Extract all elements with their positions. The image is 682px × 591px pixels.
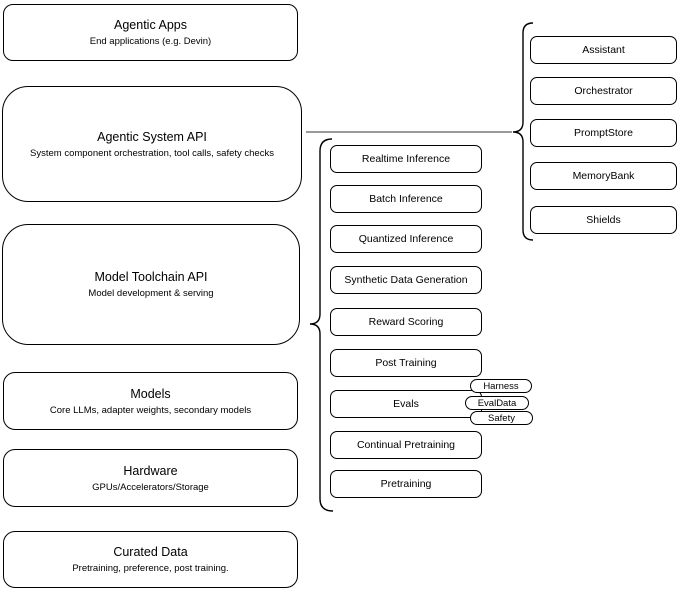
node-assistant: Assistant — [530, 36, 677, 64]
node-label: Orchestrator — [574, 85, 633, 97]
node-shields: Shields — [530, 206, 677, 234]
node-evals: Evals — [330, 390, 482, 418]
node-title: Agentic Apps — [114, 18, 187, 32]
node-synthetic-data-generation: Synthetic Data Generation — [330, 266, 482, 294]
node-title: Hardware — [123, 463, 178, 478]
node-reward-scoring: Reward Scoring — [330, 308, 482, 336]
tag-evaldata: EvalData — [465, 396, 529, 410]
node-subtitle: Pretraining, preference, post training. — [72, 563, 229, 574]
node-label: Post Training — [375, 357, 437, 369]
tag-harness: Harness — [470, 379, 532, 393]
node-pretraining: Pretraining — [330, 470, 482, 498]
node-label: Evals — [393, 398, 419, 410]
node-realtime-inference: Realtime Inference — [330, 145, 482, 173]
node-promptstore: PromptStore — [530, 119, 677, 147]
node-post-training: Post Training — [330, 349, 482, 377]
node-quantized-inference: Quantized Inference — [330, 225, 482, 253]
node-hardware: Hardware GPUs/Accelerators/Storage — [3, 449, 298, 507]
node-curated-data: Curated Data Pretraining, preference, po… — [3, 531, 298, 588]
tag-label: EvalData — [477, 397, 517, 409]
node-label: Continual Pretraining — [356, 439, 456, 451]
node-memorybank: MemoryBank — [530, 162, 677, 190]
node-label: Assistant — [582, 44, 625, 56]
node-models: Models Core LLMs, adapter weights, secon… — [3, 372, 298, 430]
tag-label: Safety — [488, 412, 515, 424]
node-continual-pretraining: Continual Pretraining — [330, 431, 482, 459]
node-label: Realtime Inference — [361, 153, 451, 165]
node-subtitle: Model development & serving — [88, 288, 214, 299]
node-agentic-apps: Agentic Apps End applications (e.g. Devi… — [3, 4, 298, 61]
node-subtitle: End applications (e.g. Devin) — [89, 36, 212, 47]
node-orchestrator: Orchestrator — [530, 77, 677, 105]
node-title: Curated Data — [113, 545, 188, 559]
node-model-toolchain-api: Model Toolchain API Model development & … — [2, 224, 300, 345]
tag-label: Harness — [483, 380, 519, 392]
node-label: Batch Inference — [369, 193, 443, 205]
node-title: Model Toolchain API — [94, 270, 208, 284]
node-subtitle: System component orchestration, tool cal… — [30, 147, 274, 159]
node-label: Quantized Inference — [358, 233, 454, 245]
node-label: MemoryBank — [572, 170, 635, 182]
node-label: Reward Scoring — [368, 316, 444, 328]
node-label: PromptStore — [574, 127, 633, 139]
tag-safety: Safety — [470, 411, 533, 425]
node-subtitle: GPUs/Accelerators/Storage — [92, 481, 209, 493]
node-batch-inference: Batch Inference — [330, 185, 482, 213]
node-subtitle: Core LLMs, adapter weights, secondary mo… — [49, 404, 252, 416]
node-label: Pretraining — [380, 478, 432, 490]
node-label: Synthetic Data Generation — [344, 274, 468, 286]
node-agentic-system-api: Agentic System API System component orch… — [2, 86, 302, 202]
node-title: Models — [130, 386, 171, 401]
node-title: Agentic System API — [97, 129, 207, 144]
node-label: Shields — [586, 214, 621, 226]
